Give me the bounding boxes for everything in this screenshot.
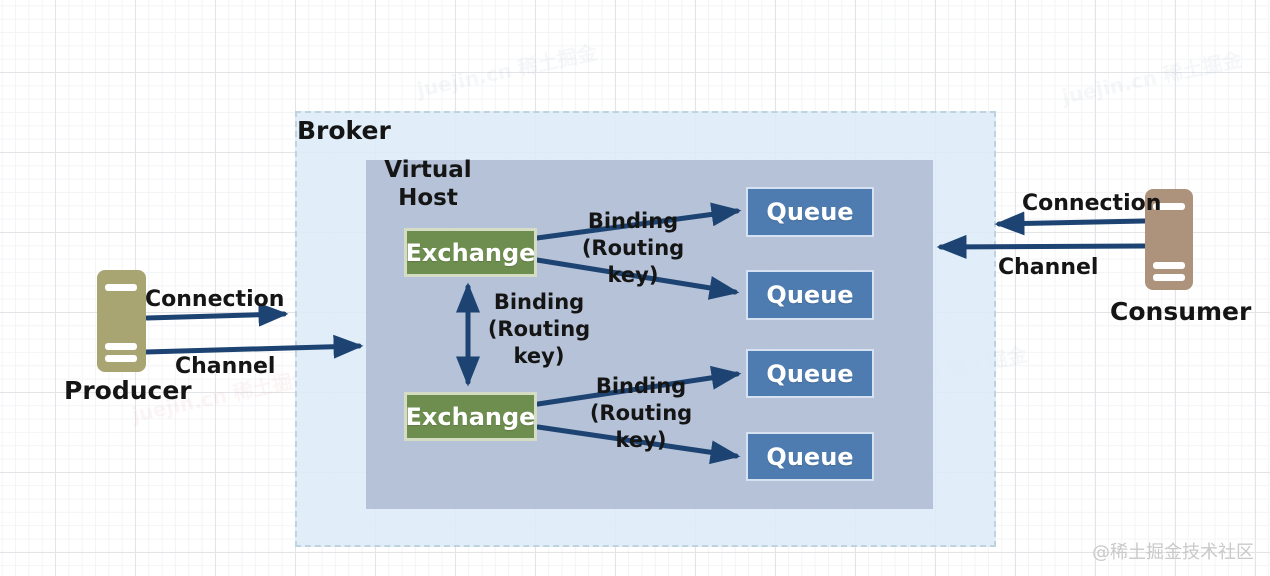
binding-label-line: Binding: [493, 290, 585, 314]
binding-label-line: Binding: [587, 209, 679, 233]
queue-node-2: Queue: [746, 270, 874, 320]
virtual-host-label-line2: Host: [398, 185, 458, 211]
consumer-label: Consumer: [1110, 297, 1252, 326]
binding-label-line: (Routing: [589, 401, 693, 425]
virtual-host-label-line1: Virtual: [384, 157, 472, 183]
exchange-node-2: Exchange: [404, 392, 537, 441]
binding-label-line: (Routing: [581, 236, 685, 260]
queue-node-4: Queue: [746, 432, 874, 481]
server-slot-icon: [1153, 203, 1185, 210]
consumer-connection-arrow: [994, 211, 1149, 236]
producer-channel-label: Channel: [175, 354, 276, 379]
site-watermark: @稀土掘金技术社区: [1092, 542, 1254, 563]
binding-label-line: key): [513, 344, 565, 368]
server-slot-icon: [105, 343, 137, 350]
queue-node-3: Queue: [746, 349, 874, 398]
consumer-channel-label: Channel: [998, 255, 1099, 280]
producer-connection-label: Connection: [145, 287, 285, 312]
binding-label-line: (Routing: [487, 317, 591, 341]
binding-label-line: key): [607, 263, 659, 287]
faint-watermark: juejin.cn 稀土掘金: [1059, 47, 1245, 109]
queue-node-1: Queue: [746, 187, 874, 237]
virtual-host-label: Virtual Host: [368, 156, 488, 212]
producer-connection-arrow: [144, 302, 289, 327]
producer-server-icon: [97, 270, 146, 372]
exchange-node-1: Exchange: [404, 228, 537, 277]
binding-label-3: Binding (Routing key): [581, 373, 701, 454]
binding-label-1: Binding (Routing key): [573, 208, 693, 289]
broker-label: Broker: [297, 116, 391, 145]
binding-label-line: key): [615, 428, 667, 452]
producer-label: Producer: [64, 376, 192, 405]
server-slot-icon: [1153, 262, 1185, 269]
server-slot-icon: [105, 355, 137, 362]
consumer-connection-label: Connection: [1022, 191, 1162, 216]
faint-watermark: juejin.cn 稀土掘金: [414, 40, 600, 102]
server-slot-icon: [105, 284, 137, 291]
consumer-server-icon: [1145, 189, 1193, 290]
server-slot-icon: [1153, 274, 1185, 281]
binding-label-2: Binding (Routing key): [479, 289, 599, 370]
binding-label-line: Binding: [595, 374, 687, 398]
